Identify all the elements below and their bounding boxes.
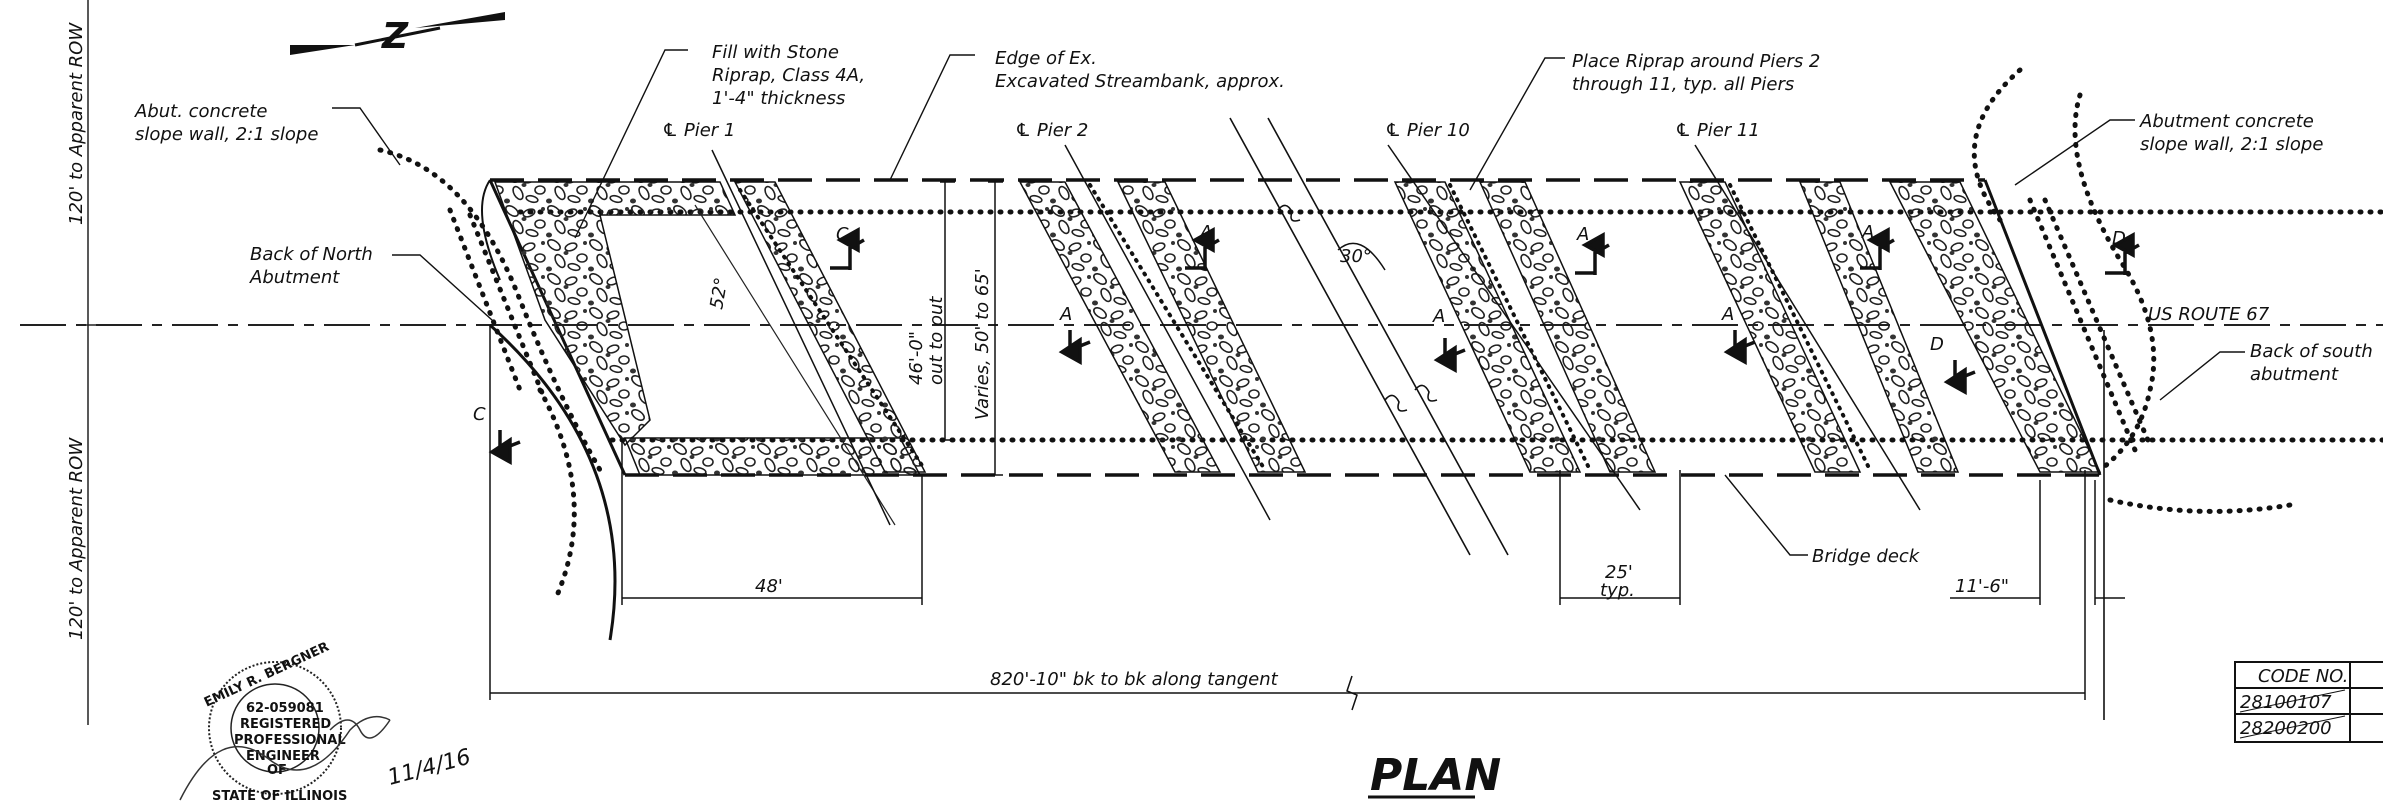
row-label-bottom: 120' to Apparent ROW xyxy=(66,437,87,640)
code-table-header: CODE NO. xyxy=(2258,666,2348,687)
section-letter-a-5: A xyxy=(1432,306,1445,327)
dim-width-2: out to out xyxy=(926,296,947,385)
pier-2 xyxy=(1018,144,1307,521)
code-table-row-2: 28200200 xyxy=(2240,718,2332,739)
callout-abut-south-line-2: slope wall, 2:1 slope xyxy=(2140,134,2323,155)
callout-abut-south: Abutment concrete slope wall, 2:1 slope xyxy=(2139,111,2323,155)
callout-back-south: Back of south abutment xyxy=(2250,341,2373,385)
pier-10-label: ℄ Pier 10 xyxy=(1385,120,1470,141)
dim-48: 48' xyxy=(755,576,783,597)
route-label: US ROUTE 67 xyxy=(2148,304,2270,325)
pier-11 xyxy=(1678,144,1960,511)
callout-abut-north-line-1: Abut. concrete xyxy=(134,101,267,122)
seal-line-2: PROFESSIONAL xyxy=(234,733,346,748)
row-label-top: 120' to Apparent ROW xyxy=(66,22,87,225)
section-mark-icons xyxy=(488,227,2140,465)
seal-top: EMILY R. BERGNER xyxy=(202,640,331,711)
section-letter-a-2: A xyxy=(1576,224,1589,245)
callout-place-line-1: Place Riprap around Piers 2 xyxy=(1572,51,1820,72)
dim-varies: Varies, 50' to 65' xyxy=(972,268,993,420)
north-arrow-letter: Z xyxy=(381,16,409,57)
dim-11-6: 11'-6" xyxy=(1955,576,2009,597)
callout-fill-line-2: Riprap, Class 4A, xyxy=(712,65,865,86)
callout-back-north-line-2: Abutment xyxy=(249,267,340,288)
callout-place-line-2: through 11, typ. all Piers xyxy=(1572,74,1794,95)
dim-angle: 30° xyxy=(1340,246,1372,267)
pier-1-label: ℄ Pier 1 xyxy=(662,120,735,141)
pier-2-label: ℄ Pier 2 xyxy=(1015,120,1088,141)
callout-abut-north-line-2: slope wall, 2:1 slope xyxy=(135,124,318,145)
callout-fill-line-3: 1'-4" thickness xyxy=(712,88,845,109)
dim-typ: typ. xyxy=(1600,580,1635,601)
riprap-north xyxy=(493,181,737,447)
dim-skew: 52° xyxy=(706,276,732,311)
callout-place: Place Riprap around Piers 2 through 11, … xyxy=(1572,51,1820,95)
stream-break-lines xyxy=(1229,117,1509,556)
south-abutment xyxy=(1971,67,2293,720)
section-letter-c-2: C xyxy=(473,404,486,425)
section-letter-d-2: D xyxy=(1930,334,1944,355)
callout-edge: Edge of Ex. Excavated Streambank, approx… xyxy=(995,48,1285,92)
pier-10 xyxy=(1387,144,1657,511)
section-letter-a-4: A xyxy=(1059,304,1072,325)
pier-1 xyxy=(694,149,927,526)
callout-bridge-deck: Bridge deck xyxy=(1812,546,1921,567)
section-mark-letters: C C A A A A A A D D xyxy=(473,222,2126,425)
dim-total: 820'-10" bk to bk along tangent xyxy=(990,669,1279,690)
section-letter-a-6: A xyxy=(1721,304,1734,325)
section-letter-c-1: C xyxy=(836,224,849,245)
pier-11-label: ℄ Pier 11 xyxy=(1675,120,1760,141)
callout-back-north-line-1: Back of North xyxy=(250,244,373,265)
dimension-lines xyxy=(489,181,2125,711)
callout-abut-north: Abut. concrete slope wall, 2:1 slope xyxy=(134,101,318,145)
section-letter-a-3: A xyxy=(1861,222,1874,243)
north-arrow-icon xyxy=(290,12,505,55)
seal-date: 11/4/16 xyxy=(385,745,473,791)
seal-bottom: STATE OF ILLINOIS xyxy=(212,789,347,802)
section-letter-a-1: A xyxy=(1199,222,1212,243)
callout-fill: Fill with Stone Riprap, Class 4A, 1'-4" … xyxy=(712,42,865,109)
section-letter-d-1: D xyxy=(2112,228,2126,249)
code-table-row-1: 28100107 xyxy=(2240,692,2332,713)
page-title: PLAN xyxy=(1370,750,1501,801)
callout-back-south-line-1: Back of south xyxy=(2250,341,2373,362)
seal-line-1: REGISTERED xyxy=(240,717,331,732)
dim-25: 25' xyxy=(1605,562,1633,583)
callout-back-north: Back of North Abutment xyxy=(249,244,373,288)
callout-edge-line-1: Edge of Ex. xyxy=(995,48,1097,69)
seal-line-3: ENGINEER xyxy=(246,749,320,764)
code-table xyxy=(2234,661,2383,743)
callout-edge-line-2: Excavated Streambank, approx. xyxy=(995,71,1285,92)
leader-lines xyxy=(332,49,2245,556)
seal-number: 62-059081 xyxy=(246,701,324,716)
callout-fill-line-1: Fill with Stone xyxy=(712,42,839,63)
engineer-seal: EMILY R. BERGNER 62-059081 REGISTERED PR… xyxy=(179,640,391,802)
dim-width-1: 46'-0" xyxy=(906,331,927,385)
callout-back-south-line-2: abutment xyxy=(2250,364,2339,385)
callout-abut-south-line-1: Abutment concrete xyxy=(2139,111,2314,132)
